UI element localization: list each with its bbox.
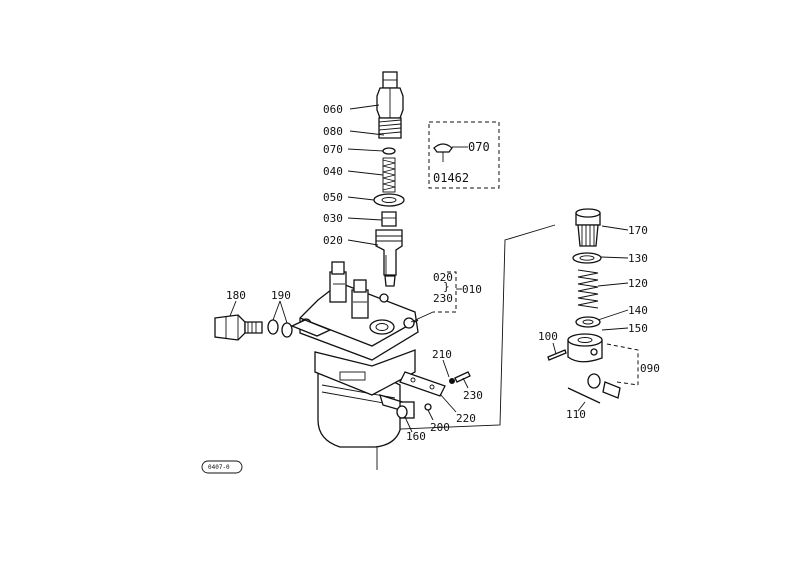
callout-220: 220	[456, 412, 476, 425]
callout-210: 210	[432, 348, 452, 361]
inset-code-label: 01462	[433, 171, 469, 185]
callout-110: 110	[566, 408, 586, 421]
leader-lines	[229, 104, 629, 433]
callout-010: 010	[462, 283, 482, 296]
detail-inset: 070 01462	[428, 121, 500, 189]
callout-020: 020	[323, 234, 343, 247]
callout-230: 230	[463, 389, 483, 402]
banjo-bolt-group	[214, 314, 332, 341]
callout-030: 030	[323, 212, 343, 225]
callout-090: 090	[640, 362, 660, 375]
callout-140: 140	[628, 304, 648, 317]
callout-180: 180	[226, 289, 246, 302]
callout-130: 130	[628, 252, 648, 265]
callout-190: 190	[271, 289, 291, 302]
callout-100: 100	[538, 330, 558, 343]
stamp-code: 0407-0	[208, 464, 230, 471]
callout-170: 170	[628, 224, 648, 237]
callout-150: 150	[628, 322, 648, 335]
callout-120: 120	[628, 277, 648, 290]
diagram-stamp: 0407-0	[201, 460, 243, 474]
callout-080: 080	[323, 125, 343, 138]
callout-160: 160	[406, 430, 426, 443]
callout-labels: 060 080 070 040 050 030 020 180 190 020 …	[226, 103, 660, 443]
callout-060: 060	[323, 103, 343, 116]
callout-230-group: 230	[433, 292, 453, 305]
callout-070: 070	[323, 143, 343, 156]
lever-parts-group	[396, 371, 471, 419]
governor-assembly	[547, 208, 639, 404]
callout-040: 040	[323, 165, 343, 178]
delivery-valve-stack	[373, 71, 405, 303]
callout-200: 200	[430, 421, 450, 434]
assembly-boundary-line	[376, 224, 556, 470]
inset-part-label: 070	[468, 140, 490, 154]
group-brace-mark: }	[443, 280, 450, 293]
callout-020-group: 020	[433, 271, 453, 284]
pump-body	[299, 261, 419, 448]
callout-050: 050	[323, 191, 343, 204]
